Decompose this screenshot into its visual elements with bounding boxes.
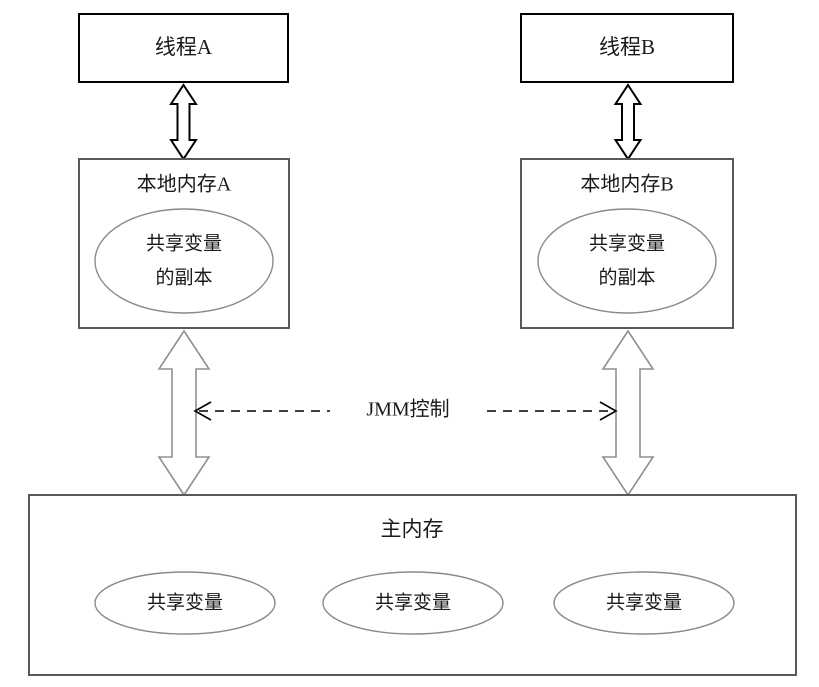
- local-memory-b-copy-line1: 共享变量: [589, 232, 665, 254]
- thread-b-local-memory-b-arrow: [613, 83, 643, 161]
- shared-variable-ellipse-2: [322, 571, 504, 635]
- local-memory-a-main-memory-arrow: [157, 329, 211, 497]
- local-memory-a-copy-line1: 共享变量: [146, 232, 222, 254]
- local-memory-b-copy-line2: 的副本: [598, 266, 655, 288]
- local-memory-a-copy-ellipse: [94, 208, 274, 314]
- main-memory-label: 主内存: [381, 517, 444, 541]
- local-memory-b-copy-ellipse: [537, 208, 717, 314]
- thread-a-box: [78, 13, 289, 83]
- jmm-control-arrowhead-left: [193, 401, 212, 421]
- shared-variable-label-2: 共享变量: [375, 591, 451, 613]
- shared-variable-ellipse-1: [94, 571, 276, 635]
- thread-a-local-memory-a-arrow: [169, 83, 198, 161]
- local-memory-a-copy-line2: 的副本: [155, 266, 212, 288]
- shared-variable-label-1: 共享变量: [147, 591, 223, 613]
- jmm-control-label: JMM控制: [366, 398, 449, 421]
- local-memory-b-main-memory-arrow: [601, 329, 655, 497]
- thread-a-label: 线程A: [155, 35, 213, 59]
- thread-b-box: [520, 13, 734, 83]
- local-memory-a-label: 本地内存A: [137, 173, 232, 196]
- jmm-control-arrowhead-right: [599, 401, 618, 421]
- local-memory-b-label: 本地内存B: [580, 173, 673, 196]
- shared-variable-ellipse-3: [553, 571, 735, 635]
- shared-variable-label-3: 共享变量: [606, 591, 682, 613]
- thread-b-label: 线程B: [599, 35, 655, 59]
